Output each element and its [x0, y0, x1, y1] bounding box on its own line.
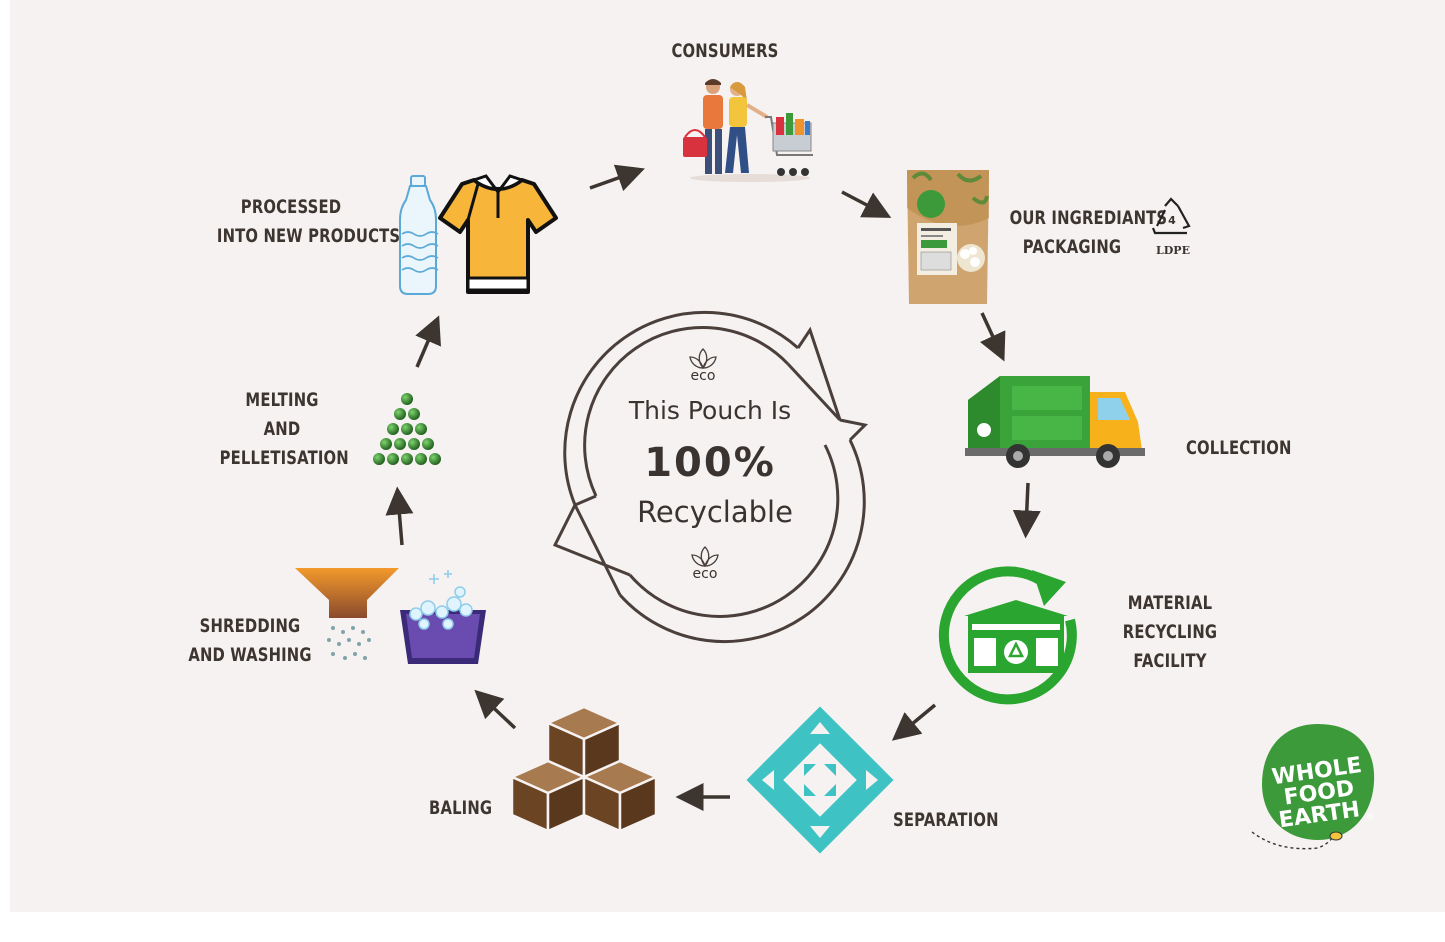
- label-collection: COLLECTION: [1186, 437, 1292, 459]
- ldpe-recycle-symbol-icon: [1151, 197, 1191, 235]
- label-shredding: SHREDDING AND WASHING: [188, 615, 312, 666]
- eco-leaf-icon: [689, 348, 717, 370]
- pouch-packaging-icon: [907, 170, 989, 304]
- logo-mark: ®: [1366, 813, 1375, 823]
- label-baling: BALING: [429, 797, 493, 819]
- tshirt-icon: [438, 174, 558, 294]
- label-consumers: CONSUMERS: [671, 40, 779, 62]
- ldpe-number: 4: [1168, 214, 1176, 227]
- label-separation: SEPARATION: [893, 809, 999, 831]
- center-percent: 100%: [644, 440, 776, 486]
- recycling-diagram: eco This Pouch Is 100% Recyclable eco: [10, 0, 1445, 912]
- eco-label-top: eco: [690, 368, 716, 384]
- separation-arrows-icon: [746, 706, 894, 854]
- eco-leaf-icon: [691, 546, 719, 568]
- garbage-truck-icon: [965, 376, 1145, 468]
- shoppers-icon: [683, 79, 813, 182]
- center-line-2: Recyclable: [637, 495, 793, 529]
- plastic-bottle-icon: [399, 175, 439, 295]
- recycling-facility-icon: [938, 566, 1077, 705]
- washing-tub-icon: [400, 570, 486, 664]
- shredder-funnel-icon: [295, 568, 399, 660]
- bale-cubes-icon: [508, 705, 660, 833]
- eco-label-bottom: eco: [692, 566, 718, 582]
- center-line-1: This Pouch Is: [628, 396, 792, 425]
- pellet-pyramid-icon: [373, 393, 441, 465]
- recycle-loop-icon: [552, 310, 869, 644]
- flow-arrows: [385, 164, 1041, 811]
- whole-food-earth-logo-icon: WHOLE FOOD EARTH ®: [1251, 724, 1375, 850]
- label-processed: PROCESSED INTO NEW PRODUCTS: [216, 196, 401, 247]
- label-packaging: OUR INGREDIANTS PACKAGING: [1009, 207, 1168, 258]
- label-facility: MATERIAL RECYCLING FACILITY: [1122, 592, 1218, 672]
- label-melting: MELTING AND PELLETISATION: [219, 389, 349, 469]
- ldpe-code: LDPE: [1156, 244, 1190, 257]
